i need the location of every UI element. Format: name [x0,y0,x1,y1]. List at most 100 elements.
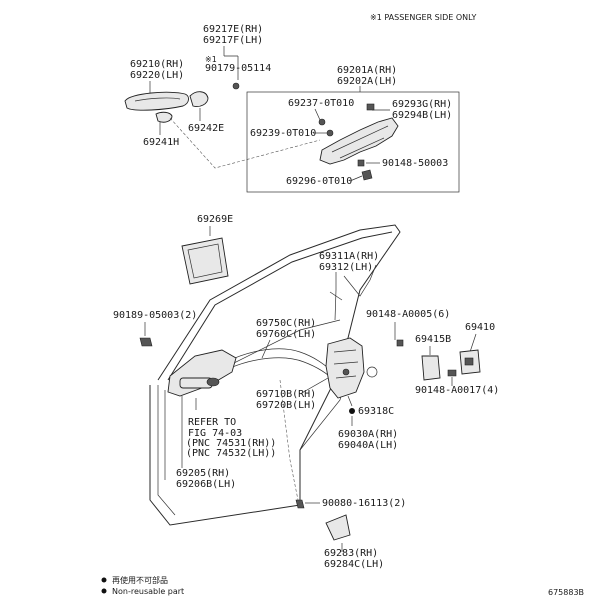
control-rods-group: 69311A(RH) 69312(LH) [319,251,379,321]
seal-69293 [366,103,375,111]
screw-90080 [295,499,305,509]
label-69760c: 69760C(LH) [256,329,316,340]
cable-69760 [229,357,337,383]
legend-non-reusable-en: Non-reusable part [112,587,184,596]
label-69239: 69239-0T010 [250,128,316,139]
label-pnc-lh: (PNC 74532(LH)) [186,448,276,459]
legend-non-reusable-jp: 再使用不可部品 [112,575,168,585]
grommet [366,366,378,378]
label-69710b: 69710B(RH) [256,389,316,400]
label-90148-a0017: 90148-A0017(4) [415,385,499,396]
label-90148-50003: 90148-50003 [382,158,448,169]
handle-frame [319,117,399,165]
screw-90189-group: 90189-05003(2) [113,310,197,347]
rod-69710-group: 69710B(RH) 69720B(LH) [256,377,329,411]
label-69311a: 69311A(RH) [319,251,379,262]
inside-handle-group: REFER TO FIG 74-03 (PNC 74531(RH)) (PNC … [167,349,276,490]
outside-handle-grip [134,97,181,102]
leader-69710 [299,377,329,395]
glass-run-group: 69269E [181,214,233,285]
frame-box [246,91,460,193]
cable-69750 [225,348,337,375]
screw-90148b [396,339,404,347]
label-69318c: 69318C [358,406,394,417]
screw-90080-group: 90080-16113(2) [279,379,406,509]
cable-group: 69750C(RH) 69760C(LH) [225,318,337,383]
label-69237: 69237-0T010 [288,98,354,109]
leader-handle-to-frame [169,117,321,169]
label-69201a: 69201A(RH) [337,65,397,76]
door-outline-upper [157,224,401,500]
rod-69312 [343,264,377,297]
label-90189: 90189-05003(2) [113,310,197,321]
door-outline-inner [167,231,393,381]
door-outline-edge [157,385,176,516]
door-lock-detail [333,349,359,379]
label-69206b: 69206B(LH) [176,479,236,490]
label-69030a: 69030A(RH) [338,429,398,440]
clip-69237 [318,118,326,126]
leader-69750 [261,339,271,359]
label-69283: 69283(RH) [324,548,378,559]
leader-69217 [223,46,239,80]
leader-69237 [314,108,321,121]
label-69312: 69312(LH) [319,262,373,273]
label-69720b: 69720B(LH) [256,400,316,411]
label-69241h: 69241H [143,137,179,148]
striker-center [464,357,474,366]
legend-non-reusable-mark [101,577,107,583]
rod-clip [329,291,343,301]
label-69205: 69205(RH) [176,468,230,479]
label-69750c: 69750C(RH) [256,318,316,329]
glass-run-inner [187,243,223,279]
screw-90189 [139,337,153,347]
label-69294b: 69294B(LH) [392,110,452,121]
label-69296: 69296-0T010 [286,176,352,187]
label-69410: 69410 [465,322,495,333]
leader-69318 [347,395,353,407]
label-90179: 90179-05114 [205,63,271,74]
screw-90148a0005-group: 90148-A0005(6) [366,309,450,347]
cover-69283 [325,514,351,541]
clip-69239 [326,129,334,137]
label-90148-a0005: 90148-A0005(6) [366,309,450,320]
outside-handle [124,91,189,111]
door-lock-group: 69318C 69030A(RH) 69040A(LH) [325,337,398,451]
label-69415b: 69415B [415,334,451,345]
bolt-90179 [232,82,240,90]
leader-69410 [469,333,477,353]
label-69293g: 69293G(RH) [392,99,452,110]
handle-cap [189,91,209,107]
figure-code: 675883B [548,588,584,597]
door-lock-pivot [342,368,350,376]
door-lock [325,337,365,399]
outside-handle-group: 69217E(RH) 69217F(LH) ※1 90179-05114 692… [124,24,321,169]
striker-plate [421,355,441,381]
glass-run [181,237,229,285]
legend-non-reusable-mark-en [101,588,107,594]
label-refer-to: REFER TO [188,417,236,428]
cover-69296 [361,169,373,181]
screw-90148c [447,369,457,377]
label-fig: FIG 74-03 [188,428,242,439]
label-69210: 69210(RH) [130,59,184,70]
leader-69296 [349,175,363,182]
label-69040a: 69040A(LH) [338,440,398,451]
label-69202a: 69202A(LH) [337,76,397,87]
label-90080: 90080-16113(2) [322,498,406,509]
label-69269e: 69269E [197,214,233,225]
inside-handle-bezel [167,349,237,397]
label-69284c: 69284C(LH) [324,559,384,570]
handle-frame-group: 69201A(RH) 69202A(LH) 69237-0T010 69293G… [246,65,460,193]
screw-90148a [357,159,365,167]
passenger-side-note: ※1 PASSENGER SIDE ONLY [370,13,477,22]
label-69242e: 69242E [188,123,224,134]
legend: 再使用不可部品 Non-reusable part [101,575,184,596]
inside-handle-knob [206,377,220,387]
handle-pad [155,111,173,123]
striker-group: 69410 69415B 90148-A0017(4) [415,322,499,396]
label-69220: 69220(LH) [130,70,184,81]
non-reusable-mark [349,408,355,414]
cover-69283-group: 69283(RH) 69284C(LH) [324,514,384,570]
